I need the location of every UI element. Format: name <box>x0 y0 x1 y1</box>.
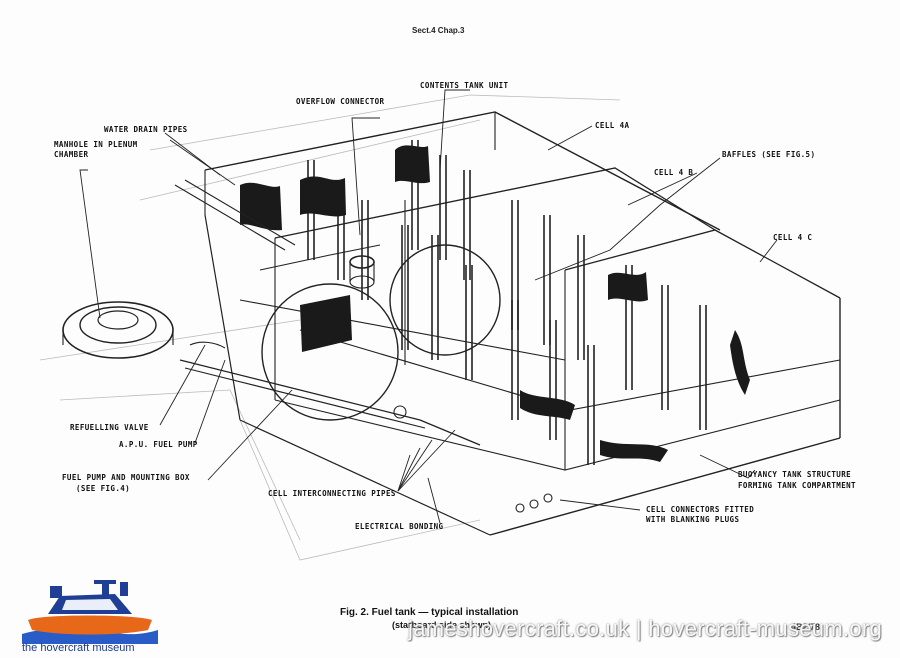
label-baffles: BAFFLES (SEE FIG.5) <box>722 150 816 159</box>
section-header: Sect.4 Chap.3 <box>412 26 465 35</box>
label-cell-connectors-line2: WITH BLANKING PLUGS <box>646 515 740 524</box>
page-reference: 4B2/78 <box>791 622 821 632</box>
label-buoyancy-line1: BUOYANCY TANK STRUCTURE <box>738 470 852 479</box>
label-cell-connectors-line1: CELL CONNECTORS FITTED <box>646 505 755 514</box>
label-buoyancy-line2: FORMING TANK COMPARTMENT <box>738 481 856 490</box>
label-cell-4b: CELL 4 B <box>654 168 694 177</box>
label-apu-fuel-pump: A.P.U. FUEL PUMP <box>119 440 198 449</box>
logo-text: the hovercraft museum <box>22 642 135 654</box>
label-cell-4a: CELL 4A <box>595 121 630 130</box>
label-cell-4c: CELL 4 C <box>773 233 813 242</box>
label-refuelling-valve: REFUELLING VALVE <box>70 423 149 432</box>
label-fuel-pump-line1: FUEL PUMP AND MOUNTING BOX <box>62 473 190 482</box>
watermark-text: jameshovercraft.co.uk | hovercraft-museu… <box>408 616 883 641</box>
label-contents-tank-unit: CONTENTS TANK UNIT <box>420 81 509 90</box>
label-water-drain-pipes: WATER DRAIN PIPES <box>104 125 188 134</box>
hovercraft-icon <box>22 580 158 644</box>
label-electrical-bonding: ELECTRICAL BONDING <box>355 522 444 531</box>
label-manhole-line2: CHAMBER <box>54 150 89 159</box>
fuel-tank-drawing <box>39 89 841 561</box>
figure-caption: Fig. 2. Fuel tank — typical installation <box>340 607 519 618</box>
label-cell-interconnecting-pipes: CELL INTERCONNECTING PIPES <box>268 489 396 498</box>
label-fuel-pump-line2: (SEE FIG.4) <box>76 484 131 493</box>
figure-subcaption: (starboard side shown) <box>392 620 492 630</box>
label-manhole-line1: MANHOLE IN PLENUM <box>54 140 138 149</box>
label-overflow-connector: OVERFLOW CONNECTOR <box>296 97 385 106</box>
